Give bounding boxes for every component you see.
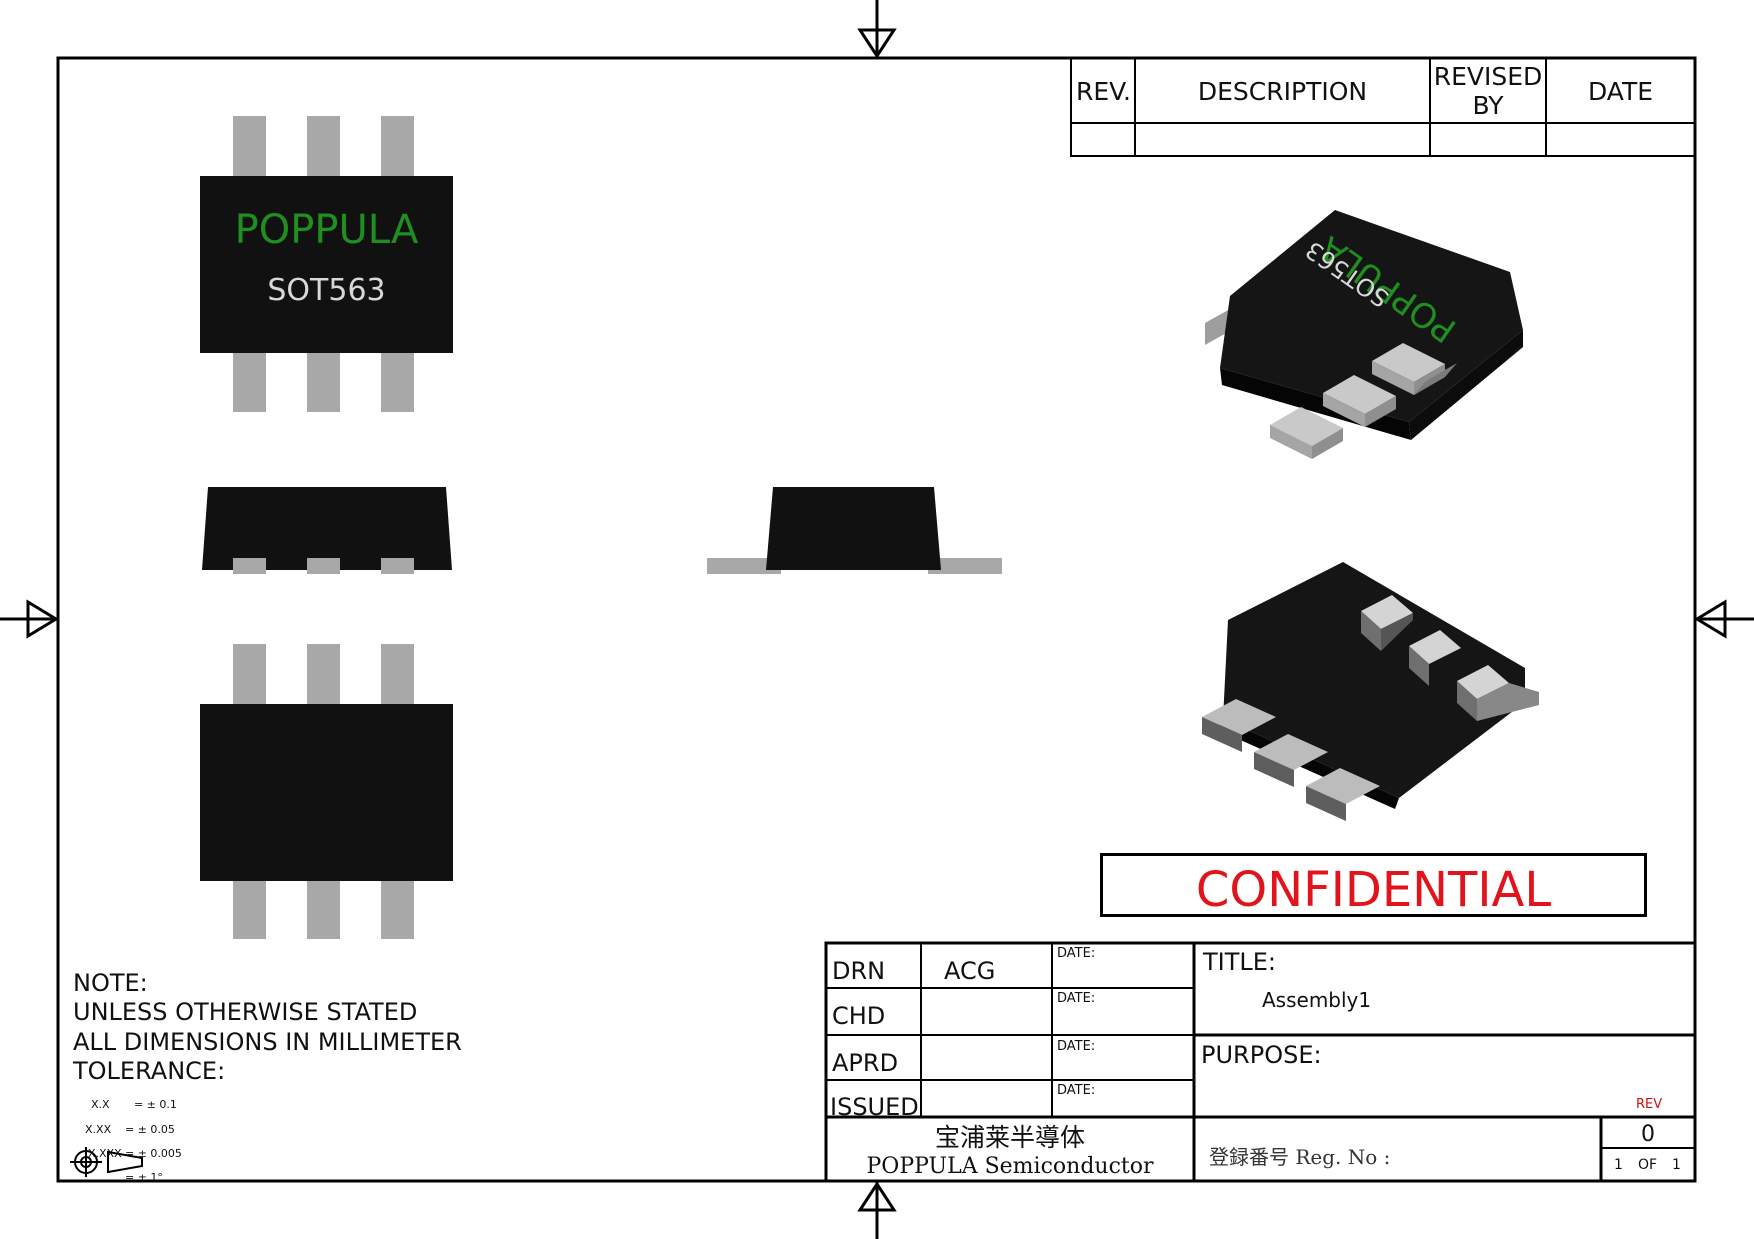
lead <box>1270 425 1312 459</box>
rev-label: REV <box>1636 1097 1663 1112</box>
reg-number-label: 登録番号 Reg. No : <box>1209 1145 1391 1169</box>
lead <box>1381 613 1413 651</box>
lead <box>1372 361 1414 395</box>
lead <box>1409 646 1429 686</box>
lead <box>233 352 266 412</box>
company-name-en: POPPULA Semiconductor <box>866 1154 1154 1179</box>
centering-mark-top <box>857 0 897 59</box>
drn-value: ACG <box>944 957 996 985</box>
lead <box>1457 665 1509 699</box>
lead <box>307 558 340 574</box>
note-line: UNLESS OTHERWISE STATED <box>73 998 418 1026</box>
description-header: DESCRIPTION <box>1197 77 1368 106</box>
bottom-view <box>200 644 453 939</box>
lead <box>1205 309 1230 345</box>
tolerance-value: = ± 1° <box>125 1172 163 1180</box>
rev-value: 0 <box>1641 1122 1655 1147</box>
package-body <box>200 704 453 881</box>
title-value: Assembly1 <box>1262 988 1372 1012</box>
revised-by-header-line2: BY <box>1472 91 1504 120</box>
lead <box>1457 681 1477 721</box>
isometric-view-bottom <box>1202 562 1539 821</box>
issued-label: ISSUED <box>830 1093 919 1121</box>
side-view <box>707 487 1002 574</box>
tolerance-value: = ± 0.05 <box>125 1123 175 1136</box>
revised-by-header: REVISED <box>1433 62 1543 91</box>
company-name-cn: 宝浦莱半導体 <box>934 1123 1085 1152</box>
revision-table-grid <box>1070 57 1696 157</box>
drn-date-label: DATE: <box>1057 946 1096 961</box>
lead <box>307 352 340 412</box>
lead <box>1312 428 1343 459</box>
tolerance-key: X.XX <box>85 1123 112 1136</box>
issued-date-label: DATE: <box>1057 1083 1096 1098</box>
chd-label: CHD <box>832 1002 886 1030</box>
part-marking: SOT563 <box>267 273 386 308</box>
centering-mark-bottom <box>857 1181 897 1239</box>
lead <box>1254 752 1294 787</box>
centering-mark-right <box>1694 599 1754 639</box>
package-body-edge <box>1409 330 1523 440</box>
lead <box>1414 363 1457 395</box>
confidential-label: CONFIDENTIAL <box>1195 862 1552 918</box>
lead <box>1361 595 1413 629</box>
tolerance-key: X.XXX <box>88 1147 122 1160</box>
lead <box>707 558 781 574</box>
isometric-view-top <box>1205 210 1523 459</box>
drn-label: DRN <box>832 957 886 985</box>
front-view <box>202 487 452 574</box>
lead <box>233 116 266 176</box>
brand-marking: POPPULA <box>234 207 419 253</box>
tolerance-value: = ± 0.005 <box>125 1147 182 1160</box>
confidential-stamp: CONFIDENTIAL <box>1100 853 1647 918</box>
lead <box>1323 375 1396 414</box>
lead <box>1365 396 1396 427</box>
package-body <box>200 176 453 353</box>
lead <box>1409 630 1461 664</box>
title-block-grid-inner <box>826 943 1695 1149</box>
tolerance-heading: TOLERANCE: <box>73 1057 226 1085</box>
rev-header: REV. <box>1076 77 1131 106</box>
lead <box>233 558 266 574</box>
lead <box>307 116 340 176</box>
lead <box>1254 734 1328 770</box>
note-line: ALL DIMENSIONS IN MILLIMETER <box>73 1028 462 1056</box>
tolerance-value: = ± 0.1 <box>134 1098 177 1111</box>
note-heading: NOTE: <box>73 969 148 997</box>
lead <box>1323 393 1365 427</box>
aprd-date-label: DATE: <box>1057 1039 1096 1054</box>
lead <box>1202 699 1276 735</box>
lead <box>1306 786 1346 821</box>
tolerance-key: X.X <box>91 1098 110 1111</box>
aprd-label: APRD <box>832 1049 899 1077</box>
package-body <box>202 487 452 570</box>
lead <box>1477 683 1539 721</box>
date-header: DATE <box>1587 77 1654 106</box>
lead <box>1202 717 1242 752</box>
sheet-total: 1 <box>1672 1157 1681 1173</box>
lead <box>1306 768 1380 804</box>
lead <box>381 352 414 412</box>
sheet-of-label: OF <box>1638 1157 1658 1173</box>
lead <box>381 116 414 176</box>
package-body <box>766 487 941 570</box>
centering-mark-left <box>0 599 59 639</box>
lead <box>1270 407 1343 446</box>
lead <box>1361 611 1381 651</box>
title-label: TITLE: <box>1203 948 1277 976</box>
top-view <box>200 116 453 412</box>
chd-date-label: DATE: <box>1057 991 1096 1006</box>
projection-symbol <box>70 1147 143 1177</box>
lead <box>1372 343 1445 382</box>
lead <box>381 558 414 574</box>
sheet-number: 1 <box>1614 1157 1623 1173</box>
purpose-label: PURPOSE: <box>1201 1041 1322 1069</box>
lead <box>928 558 1002 574</box>
